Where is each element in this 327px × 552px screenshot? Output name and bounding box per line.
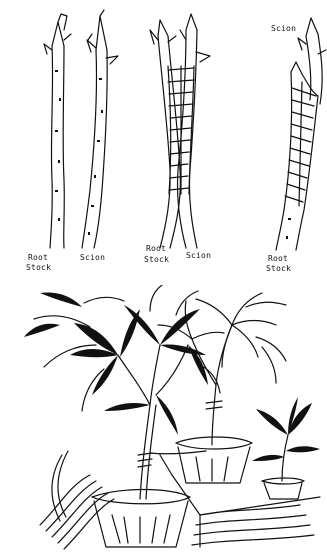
- stage1-rootstock-stem: [44, 14, 71, 248]
- stage2-joined-stems: [150, 14, 210, 248]
- small-plant: [252, 397, 320, 481]
- stage3-scion-label: Scion: [271, 24, 296, 33]
- middle-plant: [158, 293, 286, 445]
- ground-shading: [40, 451, 314, 549]
- grafting-steps-illustration: [0, 0, 327, 285]
- stage3-rootstock-label-stock: Stock: [266, 264, 291, 273]
- stage1-scion-stem: [82, 10, 118, 248]
- middle-pot: [176, 437, 252, 483]
- potted-plants-illustration: [0, 285, 327, 552]
- stage1-scion-label: Scion: [80, 253, 105, 262]
- bench-step: [160, 455, 320, 547]
- stage3-rootstock-label-root: Root: [268, 254, 288, 263]
- potted-grafted-plants-panel: [0, 285, 327, 552]
- stage1-rootstock-label-root: Root: [28, 253, 48, 262]
- large-plant: [24, 285, 220, 499]
- stage3-grafted-stem: [276, 18, 326, 250]
- stage2-rootstock-label-stock: Stock: [144, 255, 169, 264]
- grafting-steps-panel: Root Stock Scion Root Stock Scion Scion …: [0, 0, 327, 285]
- stage2-rootstock-label-root: Root: [146, 244, 166, 253]
- large-pot: [92, 490, 190, 548]
- stage2-scion-label: Scion: [186, 251, 211, 260]
- small-pot: [262, 478, 304, 499]
- stage1-rootstock-label-stock: Stock: [26, 263, 51, 272]
